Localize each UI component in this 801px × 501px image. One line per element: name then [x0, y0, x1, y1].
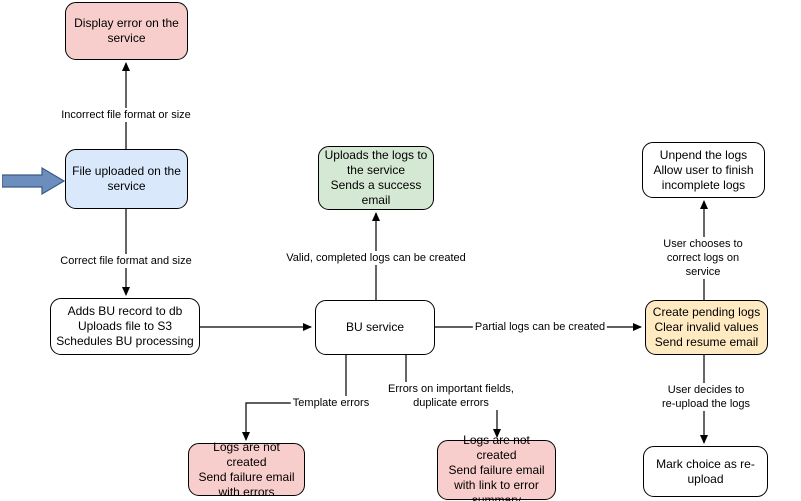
node-adds-bu-record-label: Adds BU record to db Uploads file to S3 … [56, 304, 194, 348]
node-mark-choice-label: Mark choice as re- upload [656, 456, 755, 486]
node-logs-not-created-summary[interactable]: Logs are not created Send failure email … [437, 433, 556, 501]
node-mark-choice[interactable]: Mark choice as re- upload [643, 446, 768, 497]
node-logs-not-created-errors-label: Logs are not created Send failure email … [198, 439, 295, 499]
edge-label-important-errors: Errors on important fields, duplicate er… [386, 382, 516, 410]
node-adds-bu-record[interactable]: Adds BU record to db Uploads file to S3 … [50, 298, 200, 355]
edge-label-template-errors: Template errors [290, 396, 372, 410]
edge-label-partial-logs: Partial logs can be created [472, 320, 608, 334]
edge-label-correct-format: Correct file format and size [58, 254, 194, 268]
edge-label-valid-logs: Valid, completed logs can be created [284, 251, 468, 265]
node-bu-service-label: BU service [345, 320, 404, 334]
edge-label-user-reuploads: User decides to re-upload the logs [658, 383, 754, 411]
node-logs-not-created-summary-label: Logs are not created Send failure email … [448, 432, 545, 501]
node-display-error-label: Display error on the service [74, 16, 179, 45]
node-file-uploaded-label: File uploaded on the service [72, 164, 181, 193]
node-uploads-logs-label: Uploads the logs to the service Sends a … [324, 148, 428, 207]
node-file-uploaded[interactable]: File uploaded on the service [65, 149, 188, 209]
edge-label-incorrect-format: Incorrect file format or size [59, 108, 193, 122]
node-bu-service[interactable]: BU service [315, 300, 435, 355]
node-display-error[interactable]: Display error on the service [65, 2, 188, 60]
node-unpend-logs[interactable]: Unpend the logs Allow user to finish inc… [642, 142, 765, 198]
edge-label-user-corrects: User chooses to correct logs on service [654, 237, 752, 279]
node-create-pending-logs[interactable]: Create pending logs Clear invalid values… [645, 300, 768, 355]
node-create-pending-logs-label: Create pending logs Clear invalid values… [652, 305, 761, 349]
entry-arrow-icon [2, 167, 66, 195]
node-uploads-logs[interactable]: Uploads the logs to the service Sends a … [318, 146, 434, 210]
node-logs-not-created-errors[interactable]: Logs are not created Send failure email … [188, 440, 305, 499]
node-unpend-logs-label: Unpend the logs Allow user to finish inc… [653, 147, 754, 192]
